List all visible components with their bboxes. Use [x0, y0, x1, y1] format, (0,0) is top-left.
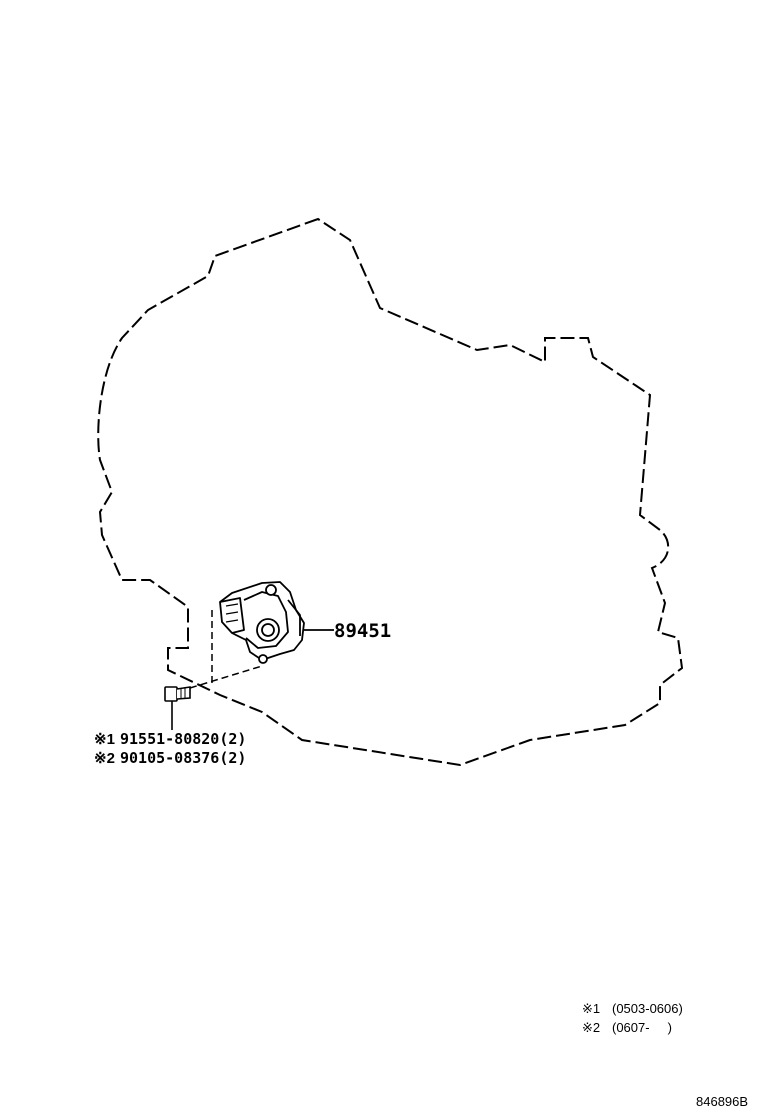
bolt — [164, 686, 191, 702]
transmission-housing-outline — [97, 217, 684, 767]
bolt-callout-1-marker: ※1 — [94, 731, 115, 748]
figure-id: 846896B — [696, 1094, 748, 1109]
bolt-callout-2-marker: ※2 — [94, 750, 115, 767]
legend-1-marker: ※1 — [582, 1001, 600, 1016]
assembly-guide-line — [189, 665, 263, 689]
legend-2-marker: ※2 — [582, 1020, 600, 1035]
bolt-callout-1-text: 91551-80820(2) — [120, 730, 246, 748]
legend-1-text: (0503-0606) — [612, 1001, 683, 1016]
part-number-label: 89451 — [334, 620, 391, 642]
bolt-callout-2-text: 90105-08376(2) — [120, 749, 246, 767]
legend-2-text: (0607- ) — [612, 1020, 672, 1035]
neutral-start-switch — [219, 581, 305, 664]
